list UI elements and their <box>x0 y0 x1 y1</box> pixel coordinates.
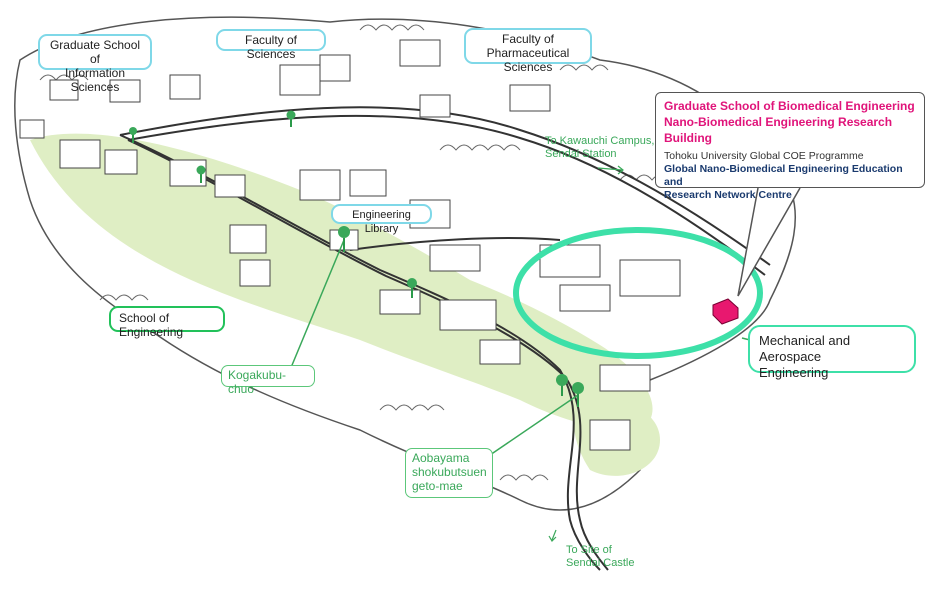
label-aobayama-line1: Aobayama <box>412 451 470 465</box>
callout-centre-line2: Research Network Centre <box>664 189 792 201</box>
label-grad-info-line2: Information Sciences <box>64 66 126 94</box>
bus-stop-icon[interactable] <box>286 110 296 128</box>
label-school-of-engineering[interactable]: School of Engineering <box>109 306 225 339</box>
label-faculty-sciences-text: Faculty of Sciences <box>244 33 298 61</box>
label-faculty-sciences[interactable]: Faculty of Sciences <box>216 29 326 61</box>
label-faculty-pharm-line2: Pharmaceutical Sciences <box>486 46 570 74</box>
label-mech-aero-line1: Mechanical and Aerospace <box>759 333 851 364</box>
nano-biomedical-building[interactable] <box>712 298 739 325</box>
direction-arrow-icon <box>597 165 624 175</box>
label-aobayama-line2: shokubutsuen <box>412 465 487 479</box>
label-kogakubu-chuo-text: Kogakubu-chuo <box>228 368 287 396</box>
label-to-castle-line2: Sendai Castle <box>566 557 635 569</box>
label-aobayama-line3: geto-mae <box>412 479 463 493</box>
bus-stop-icon[interactable] <box>338 226 350 252</box>
buildings <box>19 39 681 451</box>
label-to-kawauchi-line2: Sendai Station <box>545 148 617 160</box>
label-kogakubu-chuo[interactable]: Kogakubu-chuo <box>221 365 315 396</box>
label-engineering-library[interactable]: Engineering Library <box>331 204 432 235</box>
label-to-castle: To Site of Sendai Castle <box>566 544 635 570</box>
label-school-of-engineering-text: School of Engineering <box>119 311 184 339</box>
label-to-castle-line1: To Site of <box>566 544 612 556</box>
mech-aero-highlight-ring <box>513 227 763 359</box>
label-to-kawauchi: To Kawauchi Campus, Sendai Station <box>545 135 654 161</box>
bus-stop-icon[interactable] <box>407 278 417 298</box>
callout-centre-line1: Global Nano-Biomedical Engineering Educa… <box>664 163 903 188</box>
bus-stop-icon[interactable] <box>196 165 206 184</box>
bus-stop-icon[interactable] <box>572 382 584 407</box>
building-callout: Graduate School of Biomedical Engineerin… <box>655 92 925 201</box>
label-grad-info-line1: Graduate School of <box>49 38 141 66</box>
roads <box>119 106 771 571</box>
label-mech-aero-line2: Engineering <box>759 365 829 380</box>
callout-pointer <box>737 187 801 297</box>
label-grad-info-sciences[interactable]: Graduate School of Information Sciences <box>38 34 152 94</box>
label-to-kawauchi-line1: To Kawauchi Campus, <box>545 135 655 147</box>
callout-title-line1: Graduate School of Biomedical Engineerin… <box>664 99 915 113</box>
direction-arrow-icon <box>548 529 557 542</box>
label-faculty-pharm-line1: Faculty of <box>501 32 555 46</box>
label-faculty-pharm[interactable]: Faculty of Pharmaceutical Sciences <box>464 28 592 74</box>
label-engineering-library-text: Engineering Library <box>352 209 411 235</box>
label-mech-aero[interactable]: Mechanical and Aerospace Engineering <box>748 325 916 380</box>
label-aobayama-stop[interactable]: Aobayama shokubutsuen geto-mae <box>405 448 493 498</box>
callout-programme: Tohoku University Global COE Programme <box>664 150 864 162</box>
bus-stop-icon[interactable] <box>556 374 568 396</box>
callout-title-line2: Nano-Biomedical Engineering Research Bui… <box>664 115 893 145</box>
bus-stop-icon[interactable] <box>129 127 137 143</box>
